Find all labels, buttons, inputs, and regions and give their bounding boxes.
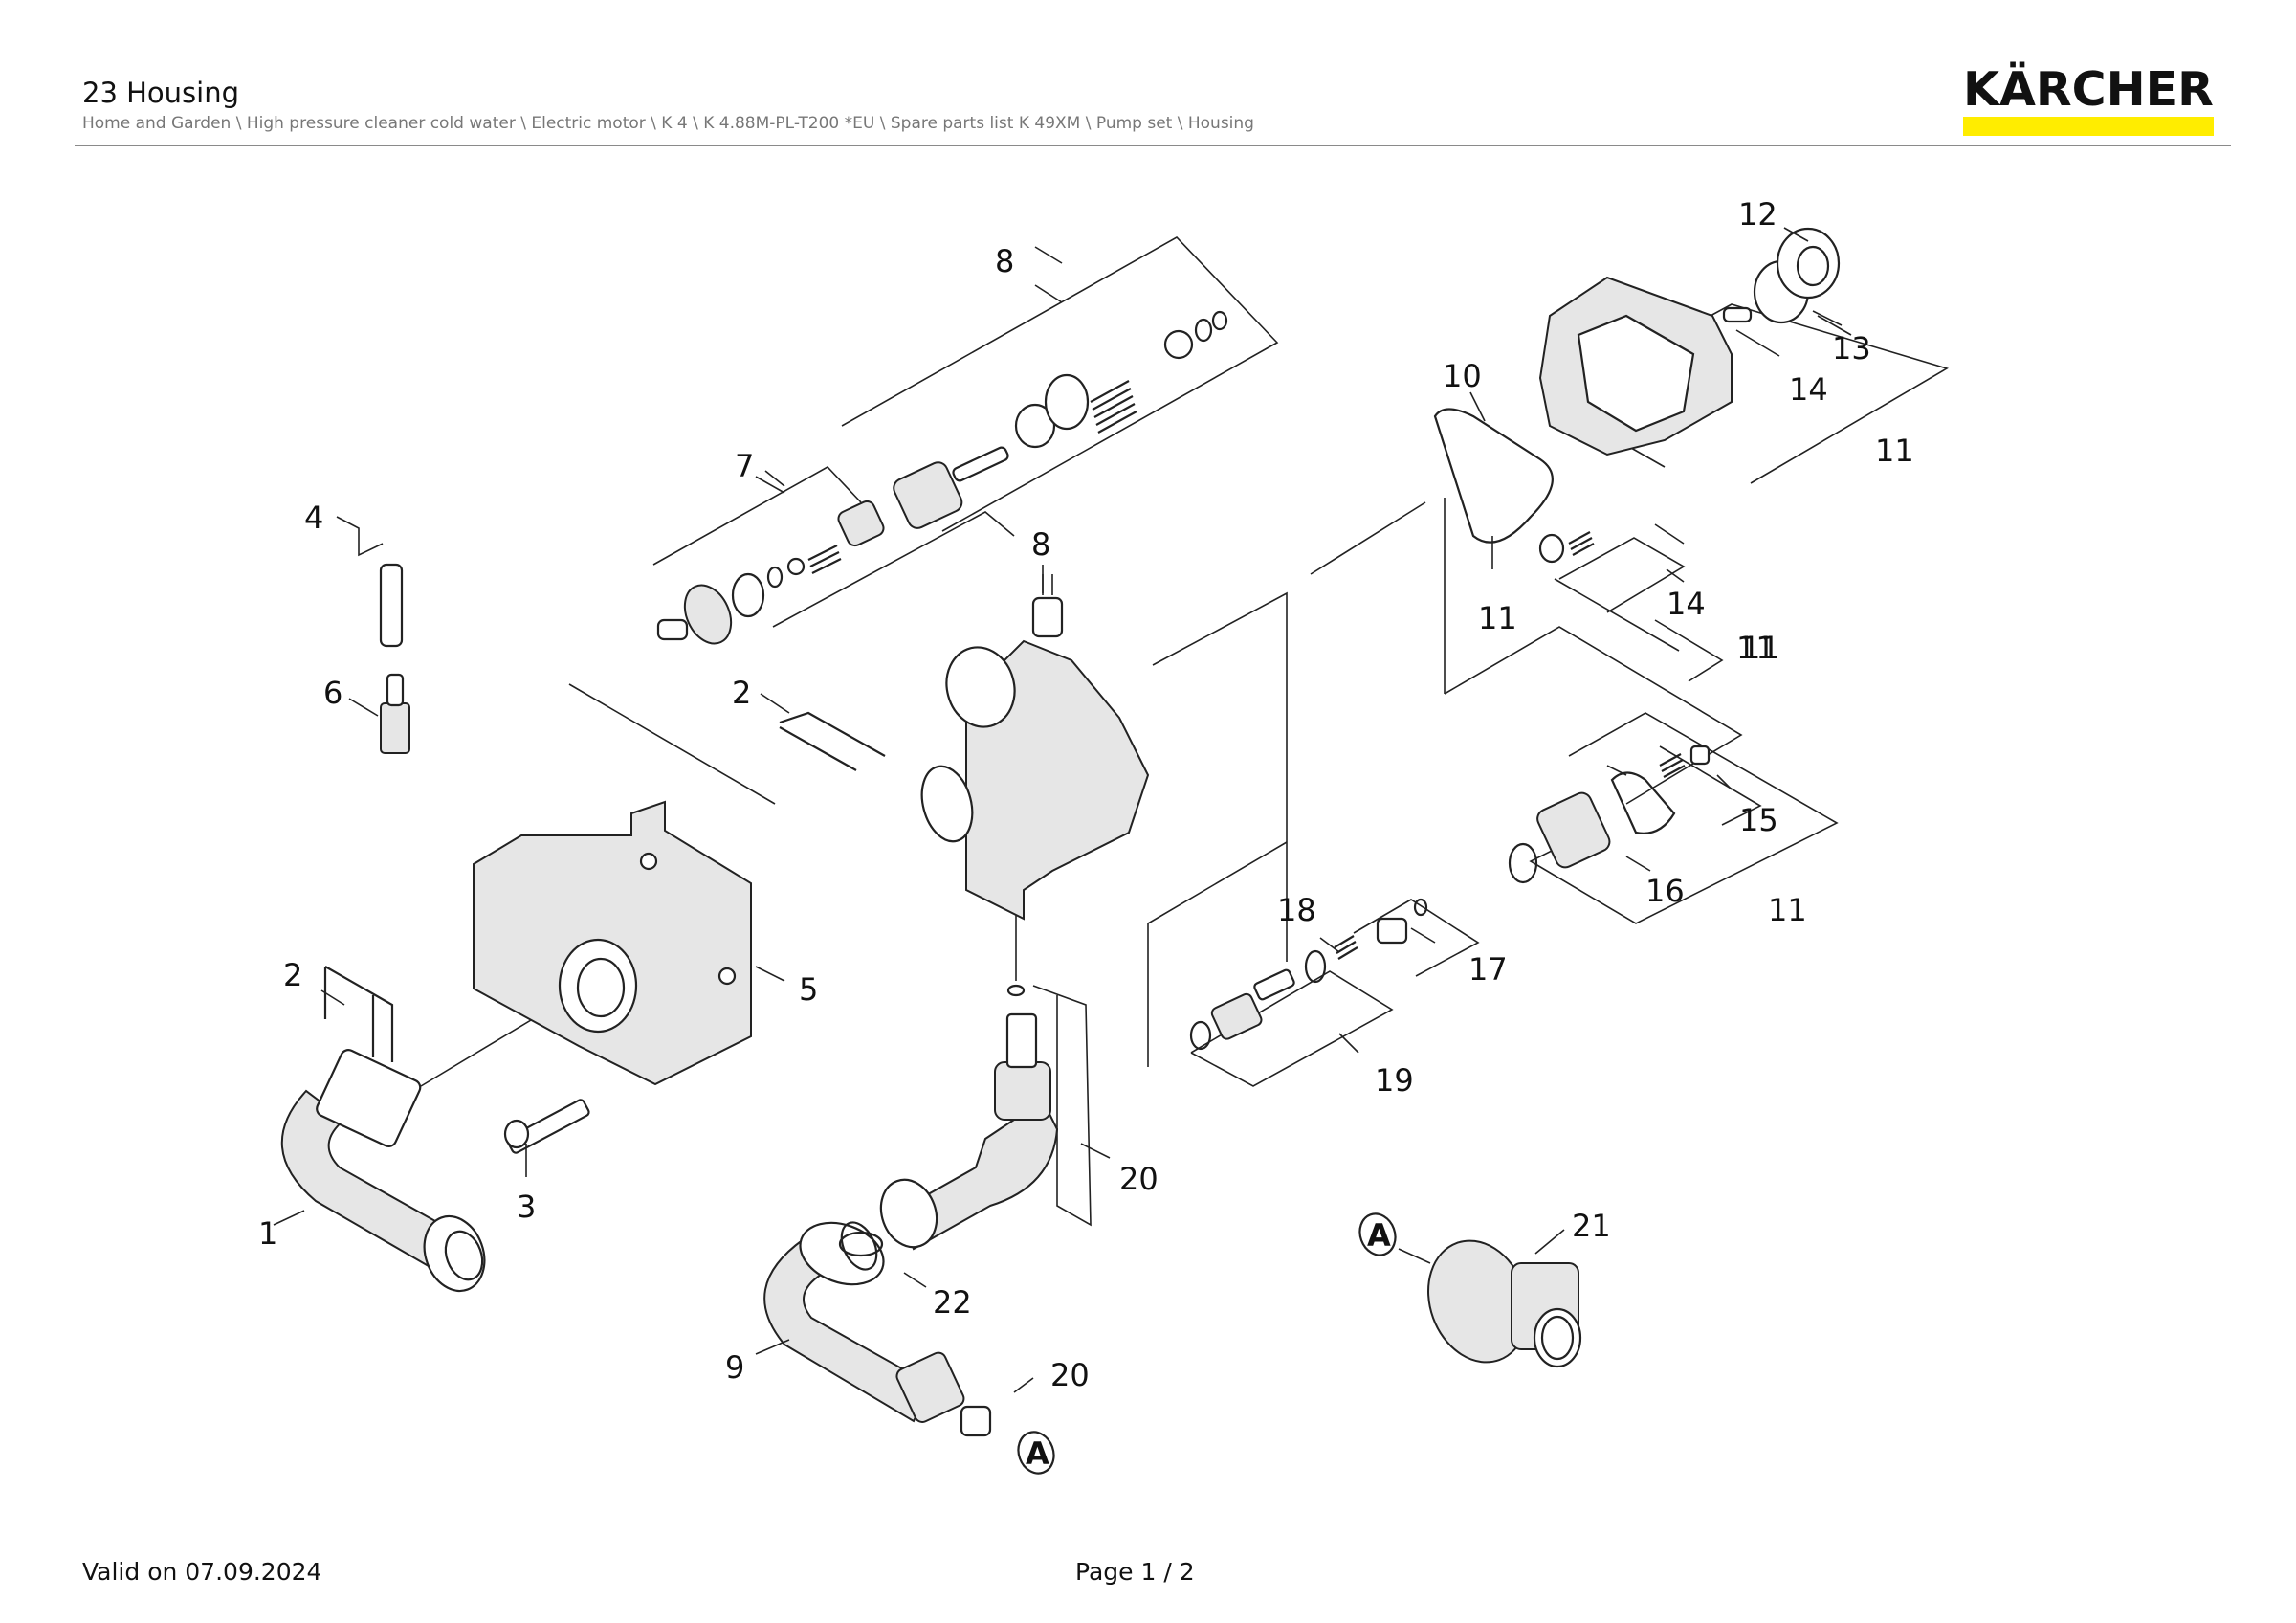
header-divider xyxy=(75,145,2231,146)
part-2-clip-left xyxy=(323,966,394,1062)
callout-3: 3 xyxy=(517,1189,536,1225)
callout-14-upper: 14 xyxy=(1789,371,1828,408)
callout-7: 7 xyxy=(735,448,754,484)
part-4-hose xyxy=(379,376,689,648)
valid-date: Valid on 07.09.2024 xyxy=(82,1558,322,1586)
part-2-clip-center xyxy=(779,711,886,771)
marker-a-upper: A xyxy=(1367,1217,1391,1254)
callout-8-lower: 8 xyxy=(1031,526,1050,563)
callout-17: 17 xyxy=(1468,951,1508,988)
part-3-screw xyxy=(503,1099,590,1154)
callout-21: 21 xyxy=(1572,1208,1611,1244)
karcher-logo: KÄRCHER xyxy=(1963,63,2214,136)
part-6-nipple xyxy=(380,673,410,754)
page-number: Page 1 / 2 xyxy=(1075,1558,1195,1586)
callout-15: 15 xyxy=(1739,802,1778,838)
callout-4: 4 xyxy=(304,500,323,536)
callout-14-lower: 14 xyxy=(1667,586,1706,622)
callout-22: 22 xyxy=(933,1284,972,1321)
part-10-gasket xyxy=(1433,408,1554,544)
part-1-elbow xyxy=(280,1049,486,1293)
callout-8-upper: 8 xyxy=(995,243,1014,279)
part-22-oring xyxy=(840,1221,878,1271)
assembly-outlines xyxy=(420,235,1949,1227)
part-8-valve-set xyxy=(893,310,1228,529)
callout-11-a: 11 xyxy=(1875,433,1914,469)
callout-11-e: 11 xyxy=(1768,892,1807,928)
callout-5: 5 xyxy=(799,971,818,1008)
part-14-valve xyxy=(1538,531,1595,564)
callout-10: 10 xyxy=(1443,358,1482,394)
callout-16: 16 xyxy=(1645,873,1685,909)
callout-12: 12 xyxy=(1738,196,1777,233)
breadcrumb: Home and Garden \ High pressure cleaner … xyxy=(82,114,1254,133)
callout-2-left: 2 xyxy=(283,957,302,993)
callout-11-b: 11 xyxy=(1478,600,1517,636)
logo-yellow-bar xyxy=(1963,117,2214,136)
logo-text: KÄRCHER xyxy=(1963,62,2214,117)
part-11-cylinder-head xyxy=(1538,227,1841,456)
callout-2-center: 2 xyxy=(732,675,751,711)
leader-lines xyxy=(273,227,1843,1451)
callout-20-upper: 20 xyxy=(1119,1161,1159,1197)
marker-a-group: A A xyxy=(1017,1212,1397,1475)
part-19-valve-group xyxy=(1189,898,1428,1051)
part-7-valve-set xyxy=(656,500,885,645)
part-21-connector xyxy=(1427,1239,1582,1368)
callout-20-lower: 20 xyxy=(1050,1357,1090,1393)
callout-6: 6 xyxy=(323,675,342,711)
callout-11-c: 11 xyxy=(1741,630,1780,666)
part-central-body xyxy=(920,574,1150,921)
marker-a-lower: A xyxy=(1026,1435,1049,1472)
part-16-valve xyxy=(1508,745,1711,884)
callout-labels: 1 2 2 3 4 5 6 7 8 8 9 10 11 11 11 11 11 … xyxy=(258,196,1914,1393)
part-20-pipe xyxy=(879,984,1059,1251)
callout-1: 1 xyxy=(258,1215,277,1252)
callout-13: 13 xyxy=(1832,330,1871,367)
part-5-housing xyxy=(473,800,752,1086)
callout-18: 18 xyxy=(1277,892,1316,928)
page-title: 23 Housing xyxy=(82,77,240,109)
callout-9: 9 xyxy=(725,1349,744,1386)
part-9-elbow xyxy=(763,1221,992,1437)
callout-11-d: 11 xyxy=(1736,630,1776,666)
callout-19: 19 xyxy=(1375,1062,1414,1099)
